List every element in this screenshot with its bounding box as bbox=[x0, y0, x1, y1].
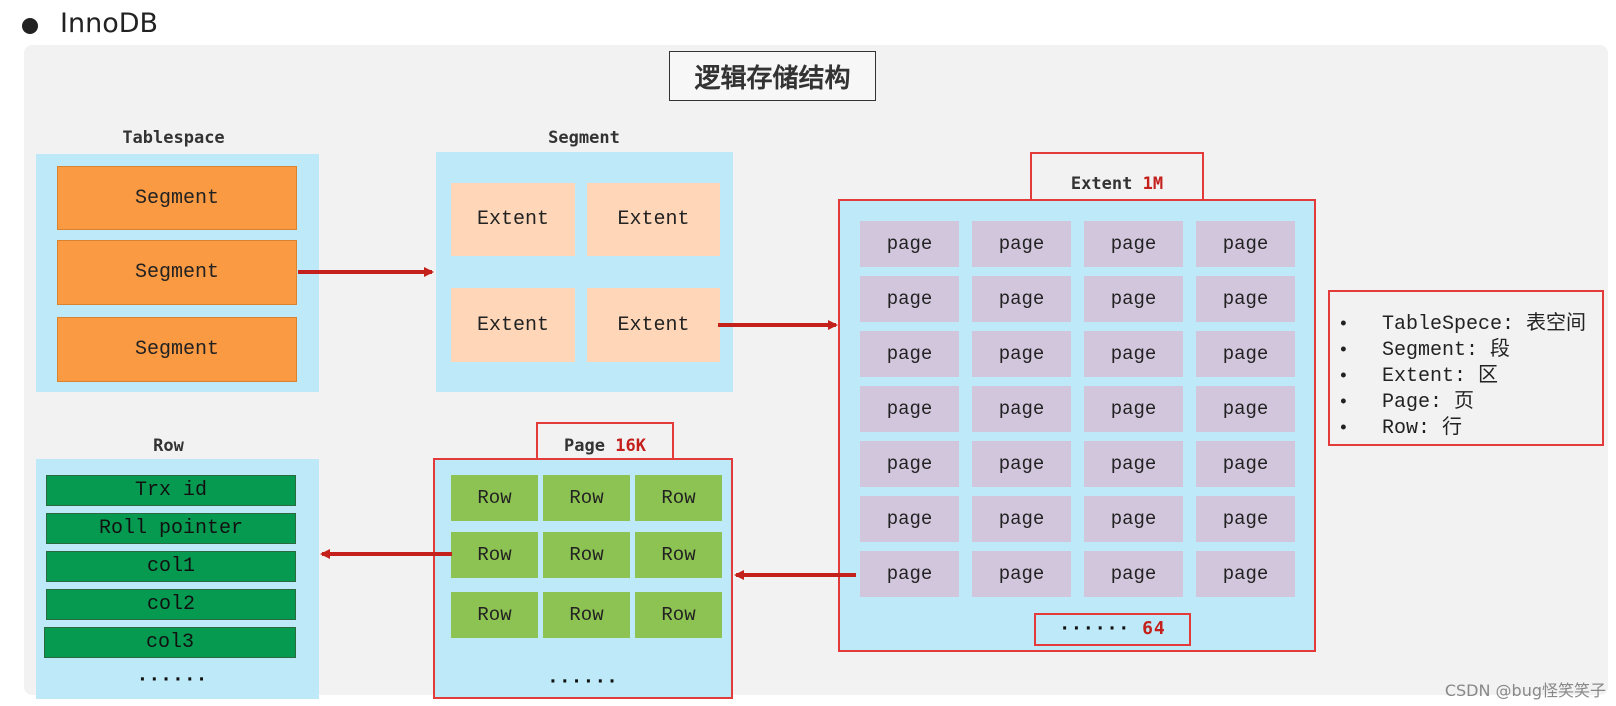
page-row: Row bbox=[543, 592, 630, 638]
segment-extent: Extent bbox=[451, 183, 575, 256]
page-footer-dots: ······ bbox=[547, 671, 619, 692]
extent-page: page bbox=[860, 276, 959, 322]
segment-extent: Extent bbox=[451, 288, 575, 362]
legend-text: Extent: 区 bbox=[1382, 365, 1499, 388]
extent-page: page bbox=[1196, 441, 1295, 487]
legend-item: • Extent: 区 bbox=[1338, 358, 1586, 388]
extent-page: page bbox=[860, 496, 959, 542]
extent-page: page bbox=[1084, 496, 1183, 542]
diagram-title: 逻辑存储结构 bbox=[669, 51, 876, 101]
extent-footer: ······ 64 bbox=[1034, 618, 1191, 639]
extent-container: page page page page page page page page page page… bbox=[838, 199, 1316, 652]
extent-page: page bbox=[1084, 551, 1183, 597]
page-row: Row bbox=[451, 532, 538, 578]
extent-page: page bbox=[1084, 386, 1183, 432]
legend-list: • TableSpece: 表空间 • Segment: 段 • Extent: 区 • Pa… bbox=[1338, 306, 1586, 440]
extent-page: page bbox=[972, 496, 1071, 542]
extent-footer-highlight bbox=[1034, 613, 1191, 646]
extent-page: page bbox=[1196, 551, 1295, 597]
extent-page: page bbox=[860, 441, 959, 487]
extent-page: page bbox=[972, 551, 1071, 597]
segment-container: Extent Extent Extent Extent bbox=[436, 152, 733, 392]
segment-label: Segment bbox=[548, 128, 620, 148]
row-container: Trx id Roll pointer col1 col2 col3 ·····… bbox=[36, 459, 319, 699]
legend-bullet: • bbox=[1338, 315, 1349, 335]
legend-box: • TableSpece: 表空间 • Segment: 段 • Extent: 区 • Pa… bbox=[1328, 290, 1604, 446]
extent-page: page bbox=[1084, 276, 1183, 322]
page-row: Row bbox=[543, 532, 630, 578]
row-field-trx-id: Trx id bbox=[46, 475, 296, 506]
extent-page: page bbox=[860, 551, 959, 597]
extent-page: page bbox=[860, 386, 959, 432]
legend-text: Segment: 段 bbox=[1382, 339, 1511, 362]
page-row: Row bbox=[451, 592, 538, 638]
page-size: 16K bbox=[615, 436, 646, 456]
extent-footer-dots: ······ bbox=[1059, 618, 1131, 639]
extent-page: page bbox=[860, 331, 959, 377]
page-row: Row bbox=[635, 532, 722, 578]
tablespace-segment: Segment bbox=[57, 317, 297, 382]
row-field-col2: col2 bbox=[46, 589, 296, 620]
extent-label: Extent 1M bbox=[1030, 174, 1204, 194]
legend-item: • Row: 行 bbox=[1338, 410, 1586, 440]
extent-label-text: Extent bbox=[1070, 174, 1133, 194]
watermark: CSDN @bug怪笑笑子 bbox=[1444, 681, 1606, 700]
extent-page: page bbox=[1196, 221, 1295, 267]
legend-item: • Segment: 段 bbox=[1338, 332, 1586, 362]
legend-item: • TableSpece: 表空间 bbox=[1338, 306, 1586, 336]
page-row: Row bbox=[635, 592, 722, 638]
extent-page: page bbox=[1196, 496, 1295, 542]
extent-page: page bbox=[972, 221, 1071, 267]
legend-item: • Page: 页 bbox=[1338, 384, 1586, 414]
extent-page-grid: page page page page page page page page page page… bbox=[860, 221, 1296, 601]
row-field-col3: col3 bbox=[44, 627, 296, 658]
extent-page: page bbox=[1196, 386, 1295, 432]
extent-page: page bbox=[972, 441, 1071, 487]
row-footer-dots: ······ bbox=[136, 669, 209, 690]
page-row: Row bbox=[635, 475, 722, 521]
page-row: Row bbox=[543, 475, 630, 521]
tablespace-label: Tablespace bbox=[122, 128, 225, 148]
legend-bullet: • bbox=[1338, 341, 1349, 361]
legend-text: Row: 行 bbox=[1382, 417, 1463, 440]
page-heading: InnoDB bbox=[60, 8, 159, 39]
row-label: Row bbox=[153, 436, 184, 456]
heading-bullet bbox=[22, 18, 38, 34]
tablespace-segment: Segment bbox=[57, 240, 297, 305]
extent-page: page bbox=[972, 331, 1071, 377]
page-label-text: Page bbox=[564, 436, 605, 456]
extent-page: page bbox=[972, 276, 1071, 322]
tablespace-segment: Segment bbox=[57, 166, 297, 230]
extent-page: page bbox=[1196, 331, 1295, 377]
extent-page: page bbox=[1084, 331, 1183, 377]
tablespace-container: Segment Segment Segment bbox=[36, 154, 319, 392]
legend-bullet: • bbox=[1338, 367, 1349, 387]
page-row: Row bbox=[451, 475, 538, 521]
extent-page: page bbox=[1084, 221, 1183, 267]
segment-extent: Extent bbox=[587, 183, 720, 256]
extent-page: page bbox=[1084, 441, 1183, 487]
segment-extent: Extent bbox=[587, 288, 720, 362]
row-field-col1: col1 bbox=[46, 551, 296, 582]
extent-page: page bbox=[1196, 276, 1295, 322]
extent-size: 1M bbox=[1142, 174, 1164, 194]
extent-page: page bbox=[860, 221, 959, 267]
page-label: Page 16K bbox=[536, 436, 674, 456]
extent-page: page bbox=[972, 386, 1071, 432]
row-field-roll-pointer: Roll pointer bbox=[46, 513, 296, 544]
extent-page-count: 64 bbox=[1142, 618, 1166, 639]
legend-bullet: • bbox=[1338, 419, 1349, 439]
legend-bullet: • bbox=[1338, 393, 1349, 413]
legend-text: Page: 页 bbox=[1382, 391, 1475, 414]
legend-text: TableSpece: 表空间 bbox=[1382, 313, 1587, 336]
